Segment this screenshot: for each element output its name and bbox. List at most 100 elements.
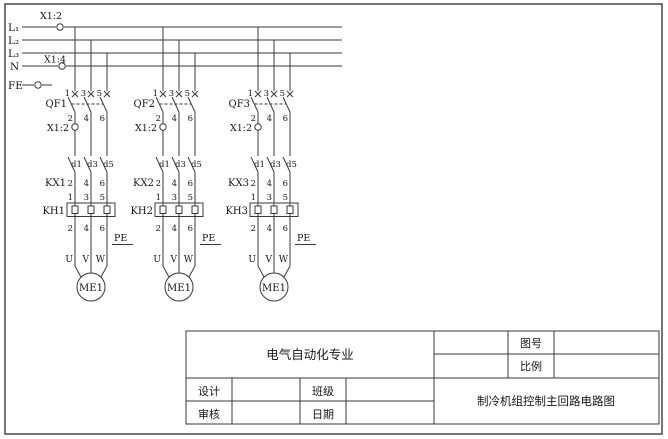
thermal-terminal-num: 2 <box>251 224 256 234</box>
thermal-terminal-num: 4 <box>84 224 89 234</box>
motor-phase-label: U <box>248 255 256 265</box>
motor-phase-label: U <box>65 255 73 265</box>
thermal-element-icon <box>191 205 199 214</box>
breaker-terminal-num: 5 <box>97 89 102 99</box>
contactor-terminal-num: d3 <box>175 160 186 170</box>
breaker-terminal-num: 5 <box>280 89 285 99</box>
class-label: 班级 <box>312 385 334 398</box>
contactor-label: KX3 <box>228 178 249 189</box>
contactor-contact <box>266 156 275 173</box>
contactor-terminal-num: d5 <box>103 160 114 170</box>
terminal-circle <box>58 62 66 70</box>
thermal-element-icon <box>175 205 183 214</box>
contactor-contact <box>99 156 108 173</box>
contactor-terminal-num: 6 <box>283 179 288 189</box>
thermal-terminal-num: 5 <box>100 193 105 203</box>
motor-lead <box>257 265 265 278</box>
thermal-terminal-num: 5 <box>188 193 193 203</box>
motor-lead <box>283 265 291 278</box>
contactor-contact <box>155 156 164 173</box>
breaker-terminal-num: 2 <box>251 114 256 124</box>
thermal-relay-label: KH2 <box>130 206 153 217</box>
motor-branches: 12d1212U34d3434V56d5656WQF1X1:2KX1KH1PEM… <box>42 27 316 302</box>
thermal-relay-label: KH1 <box>42 206 65 217</box>
thermal-terminal-num: 4 <box>172 224 177 234</box>
breaker-terminal-num: 6 <box>283 114 288 124</box>
contactor-contact <box>250 156 259 173</box>
thermal-element-icon <box>103 205 111 214</box>
branch-3: 12d1212U34d3434V56d5656WQF3X1:2KX3KH3PEM… <box>225 27 316 302</box>
breaker-terminal-num: 3 <box>264 89 269 99</box>
department-name: 电气自动化专业 <box>266 347 354 362</box>
thermal-element-icon <box>159 205 167 214</box>
terminal-circle <box>34 81 42 89</box>
bus-label-l2: L₂ <box>8 35 19 47</box>
bus-label-fe: FE <box>8 80 23 92</box>
thermal-relay-box <box>66 202 116 217</box>
power-bus: L₁ L₂ L₃ N FE X1:2 X1:4 <box>8 11 342 92</box>
bus-label-n: N <box>10 61 19 73</box>
contactor-terminal-num: 6 <box>100 179 105 189</box>
thermal-terminal-num: 3 <box>267 193 272 203</box>
thermal-terminal-num: 6 <box>100 224 105 234</box>
scale-label: 比例 <box>520 359 542 373</box>
motor-circle <box>76 272 106 302</box>
thermal-terminal-num: 5 <box>283 193 288 203</box>
thermal-terminal-num: 1 <box>156 193 161 203</box>
thermal-terminal-num: 3 <box>84 193 89 203</box>
breaker-terminal-num: 3 <box>169 89 174 99</box>
breaker-terminal-num: 4 <box>84 114 89 124</box>
terminal-label-x1-4: X1:4 <box>44 55 66 66</box>
contactor-terminal-num: d1 <box>159 160 170 170</box>
contactor-terminal-num: d5 <box>191 160 202 170</box>
breaker-cross-icon <box>103 90 111 98</box>
motor-lead <box>100 265 108 278</box>
breaker-terminal-num: 6 <box>100 114 105 124</box>
breaker-terminal-num: 1 <box>153 89 158 99</box>
page-border <box>4 3 663 435</box>
contactor-terminal-num: d1 <box>71 160 82 170</box>
fig-no-label: 图号 <box>520 337 542 350</box>
thermal-element-icon <box>286 205 294 214</box>
thermal-element-icon <box>254 205 262 214</box>
breaker-cross-icon <box>191 90 199 98</box>
motor-lead <box>74 265 82 278</box>
drawing-title: 制冷机组控制主回路电路图 <box>477 394 615 408</box>
breaker-cross-icon <box>286 90 294 98</box>
breaker-terminal-num: 1 <box>65 89 70 99</box>
motor-phase-label: W <box>184 255 194 265</box>
bus-label-l3: L₃ <box>8 48 19 60</box>
branch-2: 12d1212U34d3434V56d5656WQF2X1:2KX2KH2PEM… <box>130 27 221 302</box>
title-block: 电气自动化专业 图号 比例 设计 班级 审核 日期 制冷机组控制主回路电路图 <box>185 330 660 425</box>
contactor-contact <box>187 156 196 173</box>
contactor-contact <box>83 156 92 173</box>
motor-phase-label: W <box>96 255 106 265</box>
terminal-circle <box>56 23 64 31</box>
contactor-terminal-num: d3 <box>270 160 281 170</box>
motor-label: ME1 <box>167 283 191 294</box>
motor-lead <box>188 265 196 278</box>
thermal-terminal-num: 6 <box>188 224 193 234</box>
thermal-relay-label: KH3 <box>225 206 248 217</box>
breaker-cross-icon <box>87 90 95 98</box>
terminal-circle <box>159 123 167 131</box>
thermal-terminal-num: 2 <box>68 224 73 234</box>
contactor-terminal-num: 4 <box>267 179 272 189</box>
date-label: 日期 <box>312 408 334 421</box>
motor-circle <box>164 272 194 302</box>
pe-label: PE <box>202 233 215 244</box>
thermal-relay-box <box>154 202 204 217</box>
contactor-contact <box>171 156 180 173</box>
motor-phase-label: W <box>279 255 289 265</box>
breaker-terminal-num: 3 <box>81 89 86 99</box>
motor-lead <box>162 265 170 278</box>
motor-label: ME1 <box>79 283 103 294</box>
motor-phase-label: V <box>265 255 273 265</box>
thermal-terminal-num: 3 <box>172 193 177 203</box>
thermal-element-icon <box>270 205 278 214</box>
motor-circle <box>259 272 289 302</box>
bus-label-l1: L₁ <box>8 22 19 34</box>
motor-phase-label: V <box>82 255 90 265</box>
